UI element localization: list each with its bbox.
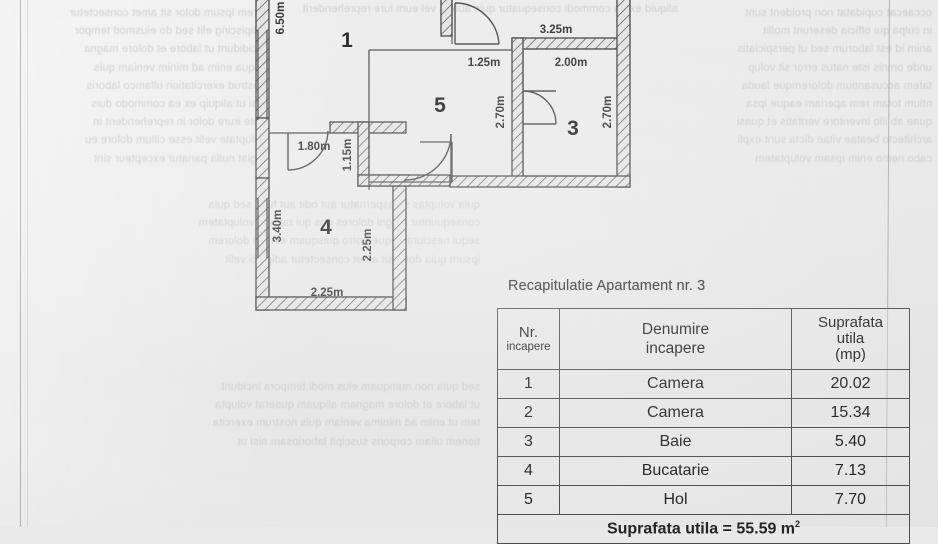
cell-room-name: Hol [559, 485, 792, 515]
table-row: 1 Camera 20.02 [497, 369, 910, 399]
col-header-nr-main: Nr. [518, 324, 539, 341]
door-swings [287, 2, 557, 182]
cell-room-area: 5.40 [791, 427, 910, 457]
col-header-denumire-line1: Denumire [641, 321, 710, 338]
room-number-1: 1 [341, 29, 353, 52]
table-body: 1 Camera 20.02 2 Camera 15.34 3 Baie 5.4… [497, 369, 910, 544]
col-header-denumire-line2: incapere [645, 340, 706, 357]
dimension-label: 2.25m [362, 229, 374, 262]
room-schedule-table: Nr. incapere Denumire incapere Suprafata… [497, 308, 910, 544]
table-row: 3 Baie 5.40 [497, 427, 910, 457]
table-total-row: Suprafata utila = 55.59 m2 [497, 514, 910, 544]
cell-room-name: Baie [559, 427, 792, 457]
table-row: 2 Camera 15.34 [497, 398, 910, 428]
dimension-label: 2.00m [555, 57, 588, 69]
room-number-3: 3 [567, 117, 579, 140]
table-header-row: Nr. incapere Denumire incapere Suprafata… [497, 308, 910, 370]
recap-title: Recapitulatie Apartament nr. 3 [508, 278, 706, 294]
cell-room-number: 3 [497, 427, 560, 457]
dimension-label: 1.15m [342, 139, 354, 172]
page-fold-line-left-inner [27, 0, 28, 527]
col-header-suprafata-line3: (mp) [835, 346, 866, 363]
table-header: Nr. incapere Denumire incapere Suprafata… [497, 308, 910, 370]
total-superscript: 2 [795, 519, 801, 530]
dimension-labels: 6.50m 3.25m 1.25m 2.00m 2.70m 2.70m 1.80… [272, 2, 614, 299]
cell-total-area: Suprafata utila = 55.59 m2 [497, 514, 910, 544]
recapitulation-section: Recapitulatie Apartament nr. 3 Nr. incap… [497, 278, 910, 544]
room-numbers: 1 5 3 4 [320, 29, 579, 239]
dimension-label: 3.40m [272, 210, 284, 243]
total-label: Suprafata utila = 55.59 m [606, 520, 796, 538]
cell-room-number: 1 [497, 369, 560, 399]
page-fold-line-left [20, 0, 21, 527]
cell-room-area: 20.02 [791, 369, 910, 399]
window-room1 [257, 30, 268, 120]
dimension-label: 6.50m [275, 2, 287, 35]
door-jambs [368, 0, 453, 190]
cell-room-number: 5 [497, 485, 560, 515]
cell-room-number: 4 [497, 456, 560, 486]
table-row: 4 Bucatarie 7.13 [497, 456, 910, 486]
col-header-nr: Nr. incapere [497, 308, 560, 370]
dimension-label: 2.70m [602, 96, 614, 129]
room-number-4: 4 [320, 216, 332, 239]
table-row: 5 Hol 7.70 [497, 485, 910, 515]
col-header-suprafata: Suprafata utila (mp) [791, 308, 910, 370]
dimension-label: 1.25m [468, 57, 501, 69]
cell-room-name: Camera [559, 369, 792, 399]
window-room4 [257, 198, 268, 258]
dimension-label: 2.25m [311, 287, 344, 299]
dimension-label: 3.25m [540, 24, 573, 36]
floor-plan-drawing: 6.50m 3.25m 1.25m 2.00m 2.70m 2.70m 1.80… [0, 0, 680, 330]
cell-room-area: 7.70 [791, 485, 910, 515]
cell-room-name: Bucatarie [559, 456, 792, 486]
room-number-5: 5 [434, 94, 446, 117]
dimension-label: 2.70m [495, 96, 507, 129]
col-header-suprafata-line2: utila [836, 330, 865, 347]
cell-room-name: Camera [559, 398, 792, 428]
cell-room-area: 7.13 [791, 456, 910, 486]
col-header-denumire: Denumire incapere [559, 308, 792, 370]
col-header-suprafata-line1: Suprafata [817, 314, 884, 331]
cell-room-number: 2 [497, 398, 560, 428]
walls-hatched [255, 0, 631, 311]
room-outlines [268, 48, 617, 298]
cell-room-area: 15.34 [791, 398, 910, 428]
dimension-label: 1.80m [298, 141, 331, 153]
col-header-nr-sub: incapere [506, 341, 551, 353]
